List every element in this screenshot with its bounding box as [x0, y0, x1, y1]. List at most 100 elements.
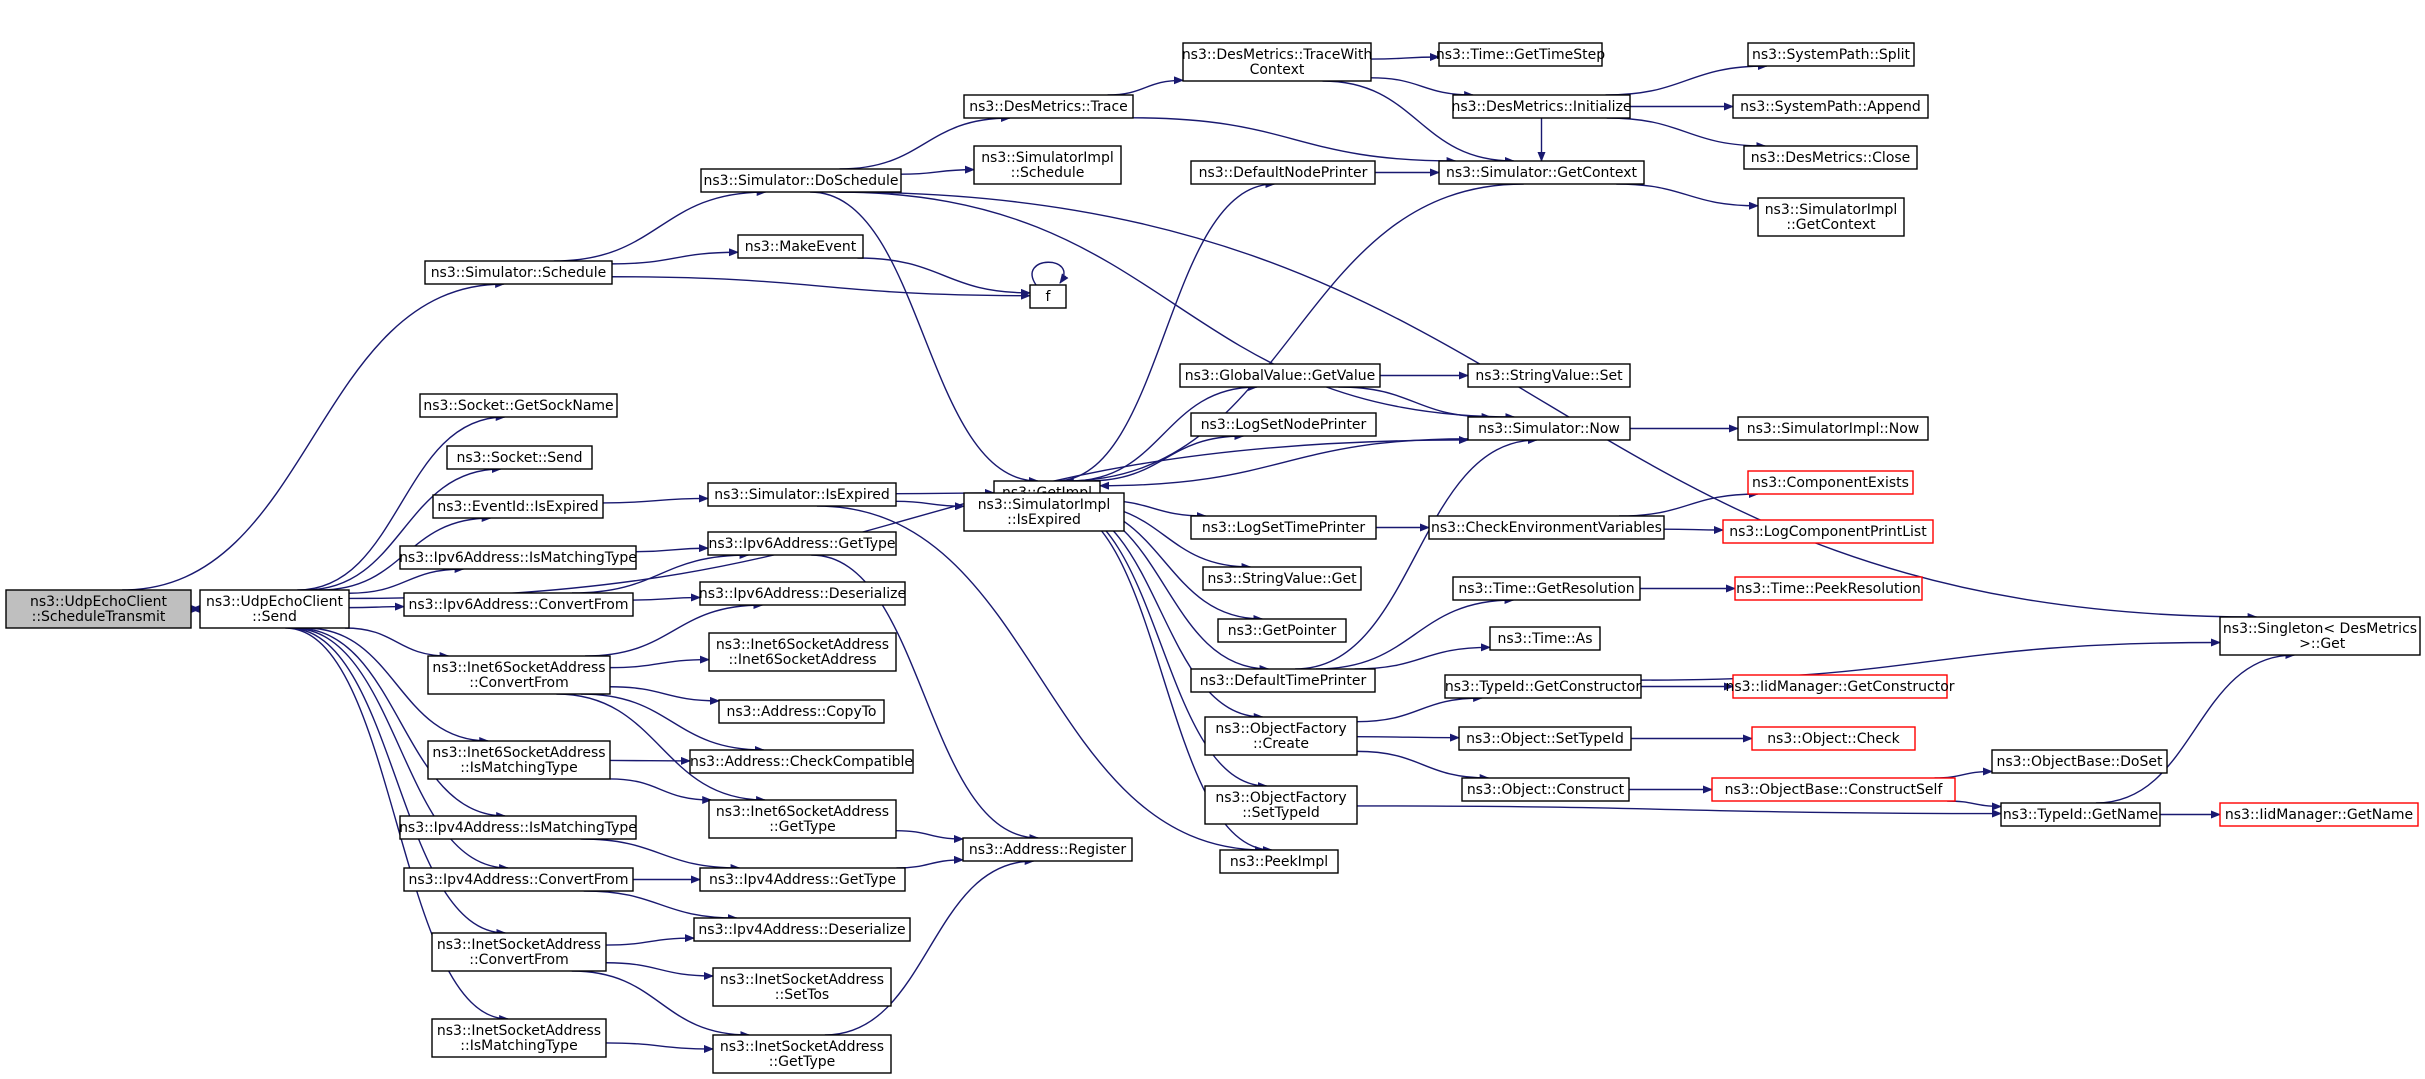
node-des-close[interactable]: ns3::DesMetrics::Close: [1743, 145, 1918, 170]
node-i6sa-ismatch[interactable]: ns3::Inet6SocketAddress::IsMatchingType: [427, 740, 611, 780]
node-sock-send[interactable]: ns3::Socket::Send: [446, 445, 593, 470]
node-sim-now[interactable]: ns3::Simulator::Now: [1467, 416, 1631, 441]
node-peekimpl[interactable]: ns3::PeekImpl: [1219, 849, 1339, 874]
node-label: ::Schedule: [1011, 165, 1085, 181]
node-isa-settos[interactable]: ns3::InetSocketAddress::SetTos: [712, 967, 892, 1007]
node-ipv6-gettype[interactable]: ns3::Ipv6Address::GetType: [707, 531, 897, 556]
edge-send-to-sim_now: [348, 435, 1469, 600]
node-i6sa-ctor[interactable]: ns3::Inet6SocketAddress::Inet6SocketAddr…: [708, 632, 897, 672]
node-label: ns3::Time::GetResolution: [1458, 581, 1634, 597]
node-singleton-get[interactable]: ns3::Singleton< DesMetrics >::Get: [2219, 616, 2421, 656]
node-root[interactable]: ns3::UdpEchoClient::ScheduleTransmit: [5, 589, 192, 629]
node-addr-copyto[interactable]: ns3::Address::CopyTo: [718, 699, 885, 724]
node-sock-getsockname[interactable]: ns3::Socket::GetSockName: [419, 393, 618, 418]
node-label: ns3::ObjectBase::DoSet: [1997, 754, 2163, 770]
node-deftimeprinter[interactable]: ns3::DefaultTimePrinter: [1190, 668, 1376, 693]
node-eventid-isexpired[interactable]: ns3::EventId::IsExpired: [432, 494, 604, 519]
edge-of_settypeid-to-typeid_getname: [1356, 805, 2002, 818]
node-simimpl-now[interactable]: ns3::SimulatorImpl::Now: [1737, 416, 1929, 441]
node-isa-convert[interactable]: ns3::InetSocketAddress::ConvertFrom: [431, 932, 607, 972]
node-time-peekres[interactable]: ns3::Time::PeekResolution: [1734, 576, 1923, 601]
node-label: ns3::Address::CopyTo: [727, 704, 877, 720]
node-ipv6-ismatch[interactable]: ns3::Ipv6Address::IsMatchingType: [399, 545, 637, 570]
node-sim-schedule[interactable]: ns3::Simulator::Schedule: [424, 260, 613, 285]
node-addr-checkcompat[interactable]: ns3::Address::CheckCompatible: [689, 749, 914, 774]
node-label: ns3::TypeId::GetConstructor: [1445, 679, 1641, 695]
node-sv-get[interactable]: ns3::StringValue::Get: [1202, 566, 1362, 591]
node-box: [1182, 42, 1372, 82]
node-label: ::IsMatchingType: [460, 1038, 577, 1054]
node-ipv4-convert[interactable]: ns3::Ipv4Address::ConvertFrom: [403, 867, 634, 892]
edge-ipv4_ismatch-to-ipv4_gettype: [580, 838, 741, 872]
node-f[interactable]: f: [1029, 284, 1067, 309]
node-gv-getvalue[interactable]: ns3::GlobalValue::GetValue: [1179, 363, 1381, 388]
node-i6sa-gettype[interactable]: ns3::Inet6SocketAddress::GetType: [708, 799, 897, 839]
node-box: [1991, 749, 2168, 774]
node-objbase-constructself[interactable]: ns3::ObjectBase::ConstructSelf: [1711, 777, 1956, 802]
node-typeid-getname[interactable]: ns3::TypeId::GetName: [2000, 802, 2161, 827]
node-box: [973, 145, 1122, 185]
node-defnodeprinter[interactable]: ns3::DefaultNodePrinter: [1190, 160, 1376, 185]
node-ipv4-gettype[interactable]: ns3::Ipv4Address::GetType: [699, 867, 906, 892]
node-box: [2219, 616, 2421, 656]
node-simimpl-getcontext[interactable]: ns3::SimulatorImpl::GetContext: [1757, 197, 1905, 237]
node-box: [1452, 94, 1631, 119]
node-box: [431, 932, 607, 972]
node-logsetnode[interactable]: ns3::LogSetNodePrinter: [1190, 412, 1377, 437]
node-sp-append[interactable]: ns3::SystemPath::Append: [1732, 94, 1929, 119]
node-send[interactable]: ns3::UdpEchoClient::Send: [199, 589, 350, 629]
node-compexists[interactable]: ns3::ComponentExists: [1747, 470, 1914, 495]
node-ipv4-deser[interactable]: ns3::Ipv4Address::Deserialize: [693, 917, 911, 942]
node-logcompprint[interactable]: ns3::LogComponentPrintList: [1722, 519, 1934, 544]
node-des-trace[interactable]: ns3::DesMetrics::Trace: [963, 94, 1134, 119]
node-objbase-doset[interactable]: ns3::ObjectBase::DoSet: [1991, 749, 2168, 774]
node-label: ns3::Ipv6Address::Deserialize: [699, 586, 906, 602]
node-addr-register[interactable]: ns3::Address::Register: [962, 837, 1133, 862]
node-isa-ismatch[interactable]: ns3::InetSocketAddress::IsMatchingType: [431, 1018, 607, 1058]
node-iid-getname[interactable]: ns3::IidManager::GetName: [2219, 802, 2419, 827]
node-ipv4-ismatch[interactable]: ns3::Ipv4Address::IsMatchingType: [399, 815, 637, 840]
edge-send-to-isa_ismatch: [285, 627, 510, 1023]
node-label: ns3::LogSetTimePrinter: [1202, 520, 1366, 536]
node-sim-getcontext[interactable]: ns3::Simulator::GetContext: [1438, 160, 1645, 185]
node-logsettime[interactable]: ns3::LogSetTimePrinter: [1190, 515, 1377, 540]
node-ipv6-convert[interactable]: ns3::Ipv6Address::ConvertFrom: [403, 592, 634, 617]
node-isa-gettype[interactable]: ns3::InetSocketAddress::GetType: [712, 1034, 892, 1074]
node-box: [712, 967, 892, 1007]
node-label: >::Get: [2295, 636, 2346, 652]
node-label: ns3::DefaultTimePrinter: [1200, 673, 1367, 689]
node-sv-set[interactable]: ns3::StringValue::Set: [1467, 363, 1631, 388]
node-sp-split[interactable]: ns3::SystemPath::Split: [1747, 42, 1915, 67]
node-box: [1438, 160, 1645, 185]
node-label: ns3::Object::Construct: [1467, 782, 1625, 798]
node-sim-isexpired[interactable]: ns3::Simulator::IsExpired: [707, 482, 897, 507]
node-obj-settypeid[interactable]: ns3::Object::SetTypeId: [1458, 726, 1632, 751]
node-typeid-getctor[interactable]: ns3::TypeId::GetConstructor: [1444, 674, 1642, 699]
node-box: [1428, 515, 1665, 540]
node-des-init[interactable]: ns3::DesMetrics::Initialize: [1451, 94, 1632, 119]
node-ipv6-deser[interactable]: ns3::Ipv6Address::Deserialize: [699, 581, 906, 606]
node-time-as[interactable]: ns3::Time::As: [1489, 626, 1601, 651]
node-of-create[interactable]: ns3::ObjectFactory::Create: [1204, 716, 1358, 756]
node-checkenv[interactable]: ns3::CheckEnvironmentVariables: [1428, 515, 1665, 540]
node-i6sa-convert[interactable]: ns3::Inet6SocketAddress::ConvertFrom: [427, 655, 611, 695]
edge-of_create-to-typeid_getctor: [1356, 694, 1484, 723]
node-makeevent[interactable]: ns3::MakeEvent: [737, 234, 864, 259]
node-time-getstep[interactable]: ns3::Time::GetTimeStep: [1436, 42, 1605, 67]
edge-sim_doschedule-to-singleton_get: [839, 191, 2258, 621]
node-of-settypeid[interactable]: ns3::ObjectFactory::SetTypeId: [1204, 785, 1358, 825]
node-simimpl-schedule[interactable]: ns3::SimulatorImpl::Schedule: [973, 145, 1122, 185]
node-label: ::Create: [1253, 736, 1309, 752]
edge-i6sa_convert-to-i6sa_gettype: [556, 693, 767, 804]
node-simimpl-isexpired[interactable]: ns3::SimulatorImpl::IsExpired: [963, 492, 1125, 532]
node-obj-construct[interactable]: ns3::Object::Construct: [1461, 777, 1630, 802]
node-sim-doschedule[interactable]: ns3::Simulator::DoSchedule: [700, 168, 902, 193]
node-time-getres[interactable]: ns3::Time::GetResolution: [1452, 576, 1641, 601]
node-label: ns3::ObjectBase::ConstructSelf: [1725, 782, 1944, 798]
node-obj-check[interactable]: ns3::Object::Check: [1751, 726, 1916, 751]
node-label: ns3::InetSocketAddress: [437, 937, 601, 953]
node-getpointer[interactable]: ns3::GetPointer: [1217, 618, 1347, 643]
node-box: [712, 1034, 892, 1074]
node-iid-getctor[interactable]: ns3::IidManager::GetConstructor: [1725, 674, 1955, 699]
